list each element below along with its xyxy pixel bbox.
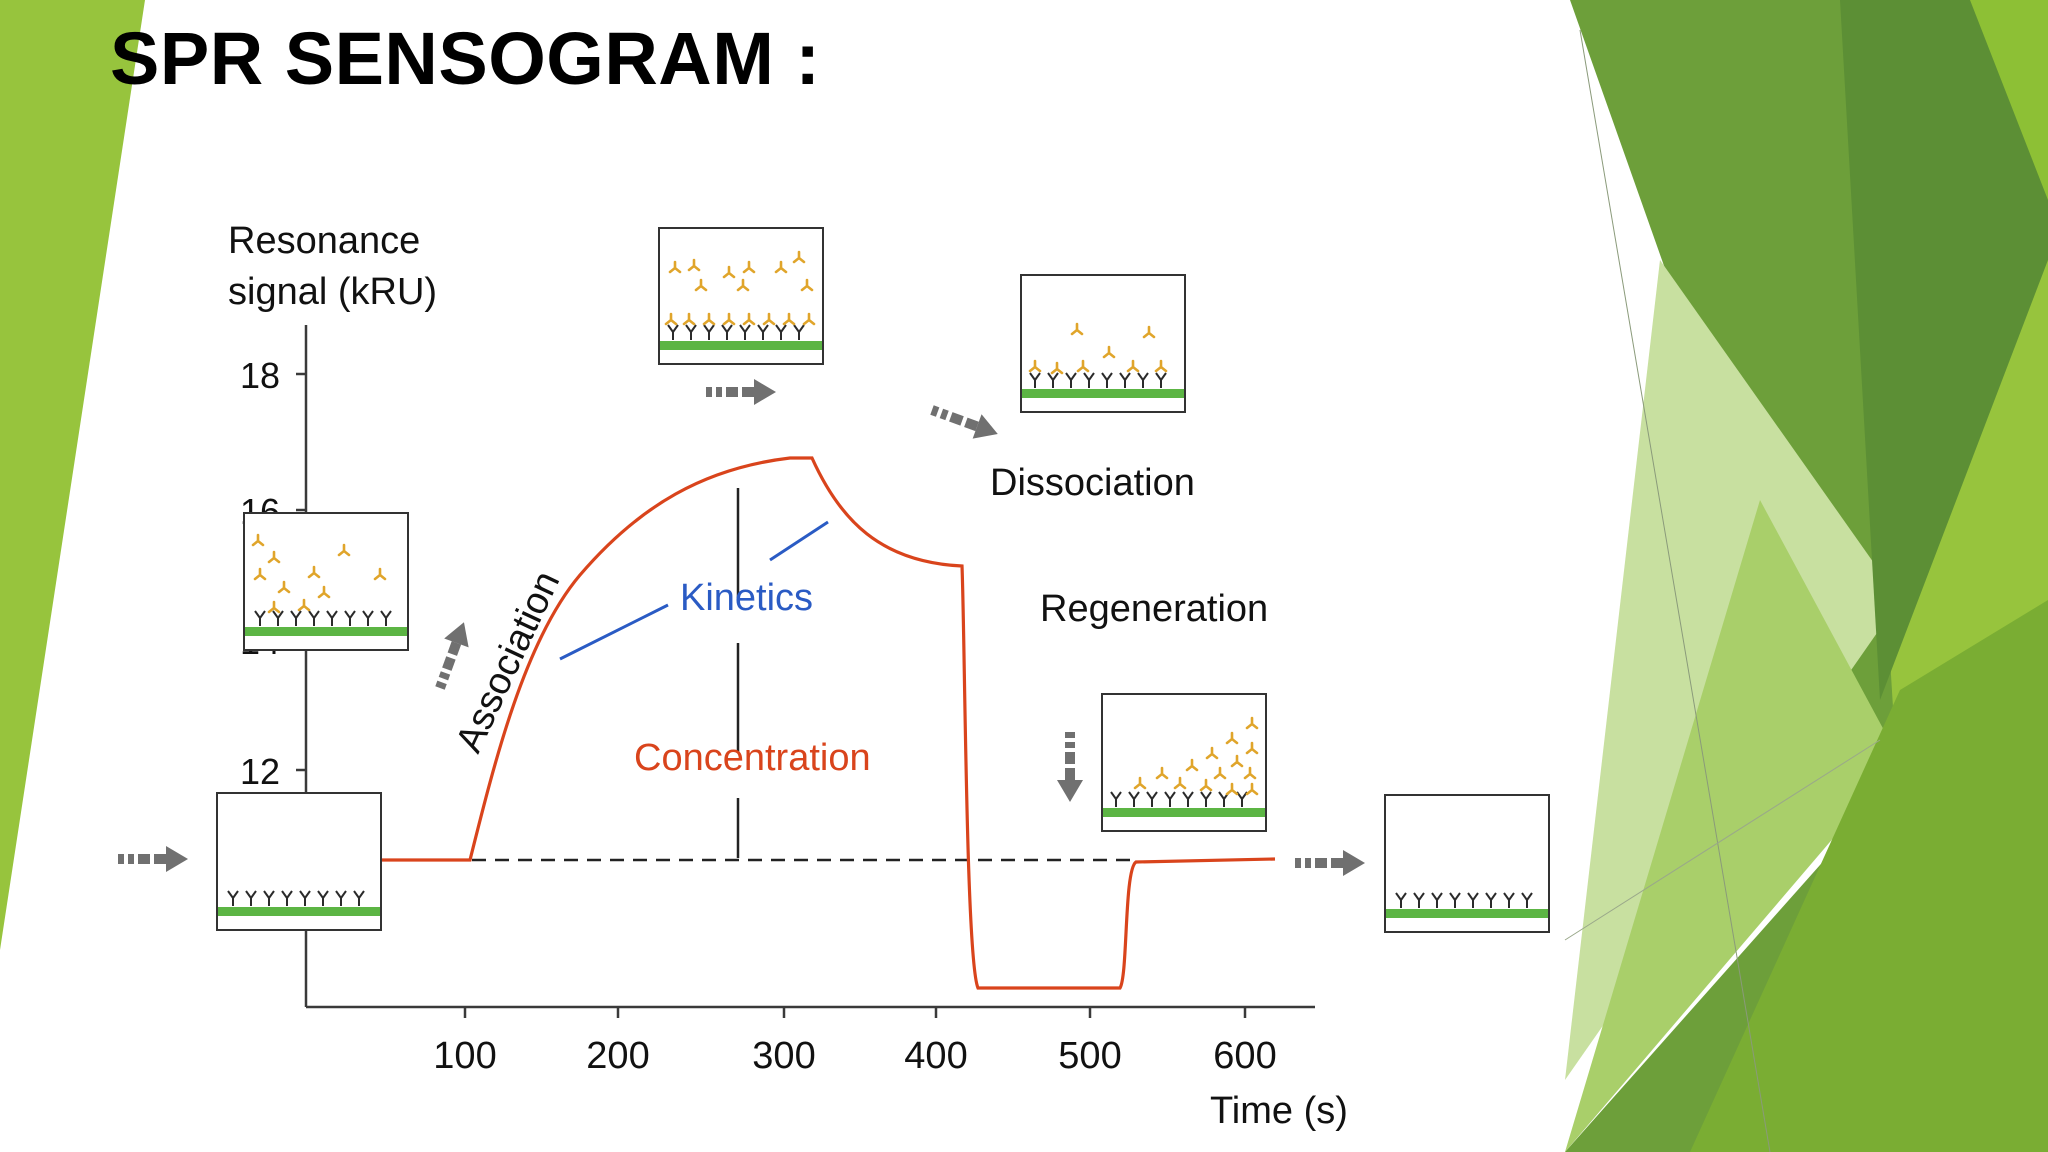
inset-regenerated — [1384, 794, 1550, 933]
label-association: Association — [448, 565, 568, 759]
x-tick-label-500: 500 — [1058, 1035, 1121, 1077]
label-dissociation: Dissociation — [990, 462, 1195, 504]
slide-title: SPR SENSOGRAM : — [110, 17, 821, 100]
x-tick-label-200: 200 — [586, 1035, 649, 1077]
right-lower-green — [1690, 600, 2048, 1152]
inset-saturation — [658, 227, 824, 365]
right-mid-panel — [1565, 500, 1900, 1152]
arrow-into-baseline — [118, 846, 188, 872]
inset-association — [243, 512, 409, 651]
label-kinetics: Kinetics — [680, 577, 813, 619]
y-axis-label-line2: signal (kRU) — [228, 271, 437, 313]
x-tick-label-100: 100 — [433, 1035, 496, 1077]
right-thin-line-1 — [1579, 29, 1771, 1152]
kinetics-line-left — [559, 603, 669, 661]
arrow-dissociation — [930, 405, 998, 439]
arrow-saturation — [706, 379, 776, 405]
kinetics-line-right — [769, 520, 829, 562]
x-tick-label-600: 600 — [1213, 1035, 1276, 1077]
right-upper-bright — [1970, 0, 2048, 200]
arrow-association — [435, 622, 469, 690]
inset-regeneration — [1101, 693, 1267, 832]
inset-dissociation — [1020, 274, 1186, 413]
sensogram-curve — [380, 456, 1276, 990]
axes — [296, 325, 1315, 1018]
label-concentration: Concentration — [634, 737, 871, 779]
x-tick-labels: 100 200 300 400 500 600 — [433, 1035, 1276, 1077]
arrow-regenerated — [1295, 850, 1365, 876]
arrow-regeneration — [1057, 732, 1083, 802]
y-axis-label-line1: Resonance — [228, 220, 420, 262]
y-tick-label-18: 18 — [240, 355, 280, 396]
x-axis-label: Time (s) — [1210, 1090, 1348, 1132]
right-dark-triangle — [1840, 0, 2048, 700]
x-tick-label-300: 300 — [752, 1035, 815, 1077]
label-regeneration: Regeneration — [1040, 588, 1268, 630]
x-tick-label-400: 400 — [904, 1035, 967, 1077]
right-thin-line-2 — [1564, 739, 1881, 941]
y-tick-label-12: 12 — [240, 751, 280, 792]
left-green-shape — [0, 0, 145, 950]
inset-baseline — [216, 792, 382, 931]
